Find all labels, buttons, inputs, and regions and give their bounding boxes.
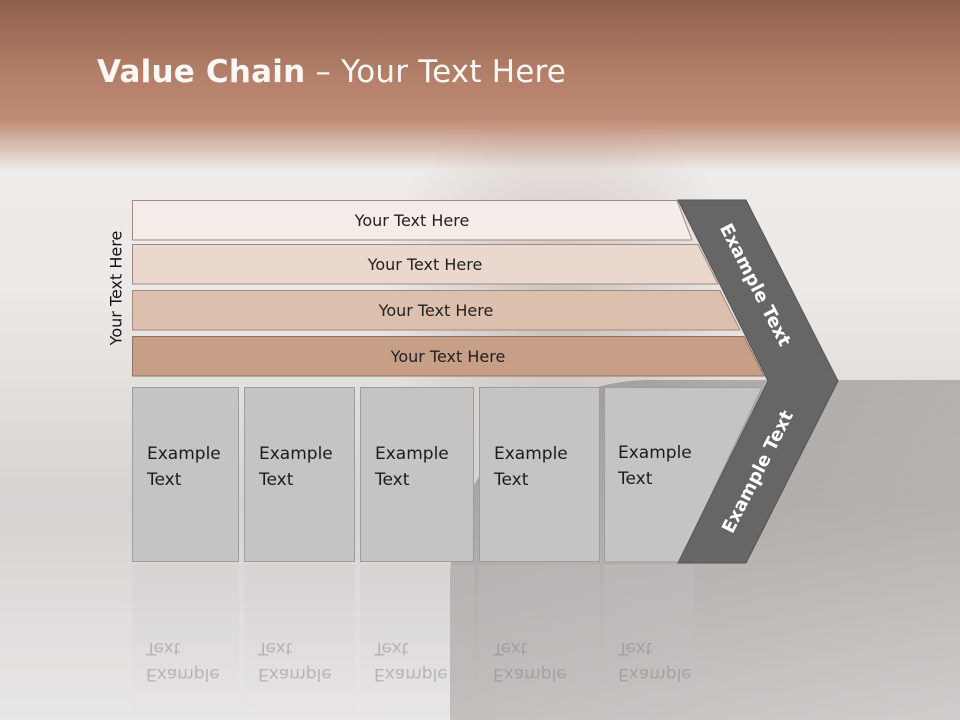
primary-box-4: Example Text: [479, 387, 600, 562]
title-bold: Value Chain: [97, 54, 306, 90]
support-row-label: Your Text Here: [354, 210, 470, 230]
support-row-3: Your Text Here: [132, 290, 741, 331]
header-band: [0, 0, 960, 170]
support-row-label: Your Text Here: [378, 300, 494, 320]
box-text-line1: Example: [259, 444, 333, 464]
support-row-2: Your Text Here: [132, 244, 719, 285]
box-text-line1: Example: [618, 443, 692, 463]
primary-box-3: Example Text: [360, 387, 474, 562]
primary-box-2: Example Text: [244, 387, 355, 562]
box-text-line1: Example: [375, 444, 449, 464]
support-row-label: Your Text Here: [367, 254, 483, 274]
vertical-label: Your Text Here: [106, 230, 126, 346]
box-text-line2: Text: [494, 470, 529, 490]
box-text-line1: Example: [494, 444, 568, 464]
box-text-line2: Text: [259, 470, 294, 490]
title-rest: – Your Text Here: [305, 54, 567, 90]
primary-box-5: Example Text: [604, 387, 764, 563]
box-text-line1: Example: [147, 444, 221, 464]
support-row-1: Your Text Here: [132, 200, 693, 241]
slide-title: Value Chain – Your Text Here: [97, 54, 566, 90]
box-text-line2: Text: [147, 470, 182, 490]
support-row-4: Your Text Here: [132, 336, 765, 377]
primary-box-1: Example Text: [132, 387, 239, 562]
box-text-line2: Text: [375, 470, 410, 490]
support-row-label: Your Text Here: [390, 346, 506, 366]
box-text-line2: Text: [618, 469, 653, 489]
